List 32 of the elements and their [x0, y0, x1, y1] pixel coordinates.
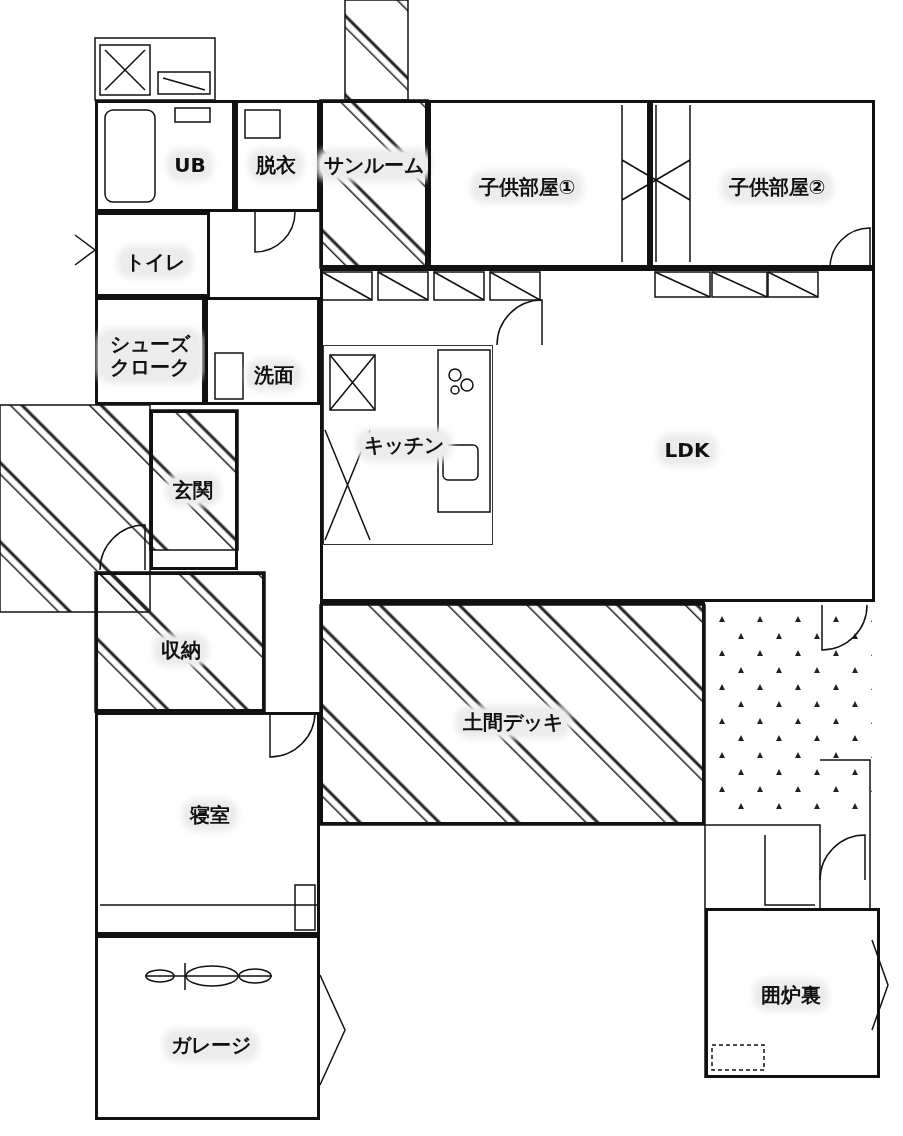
- room-outline: [95, 935, 320, 1120]
- room-outline: [95, 212, 210, 297]
- room-label: 土間デッキ: [459, 709, 567, 735]
- room-outline: [705, 908, 880, 1078]
- room-outline: [95, 100, 235, 212]
- room-label: UB: [170, 152, 210, 178]
- room-outline: [320, 602, 705, 825]
- room-outline: [428, 100, 650, 268]
- room-label: 囲炉裏: [757, 982, 825, 1008]
- room-label: キッチン: [360, 432, 448, 458]
- room-outline: [320, 268, 875, 602]
- room-outline: [95, 297, 205, 405]
- room-label: 玄関: [169, 477, 217, 503]
- room-outline: [95, 712, 320, 935]
- room-label: トイレ: [121, 249, 189, 275]
- room-outline: [150, 410, 238, 570]
- room-label: 寝室: [186, 802, 234, 828]
- room-outline: [95, 572, 265, 712]
- room-label: 洗面: [250, 362, 298, 388]
- room-outline: [650, 100, 875, 268]
- room-outline: [205, 297, 320, 405]
- room-label: シューズクローク: [101, 332, 199, 380]
- room-label: LDK: [660, 437, 714, 463]
- room-label: 脱衣: [252, 152, 300, 178]
- room-label: 収納: [157, 637, 205, 663]
- room-label: ガレージ: [167, 1032, 255, 1058]
- area-outline: [323, 345, 493, 545]
- room-label: 子供部屋②: [724, 174, 830, 200]
- room-label: サンルーム: [320, 152, 428, 178]
- room-outline: [320, 100, 428, 268]
- room-outline: [235, 100, 320, 212]
- room-label: 子供部屋①: [474, 174, 580, 200]
